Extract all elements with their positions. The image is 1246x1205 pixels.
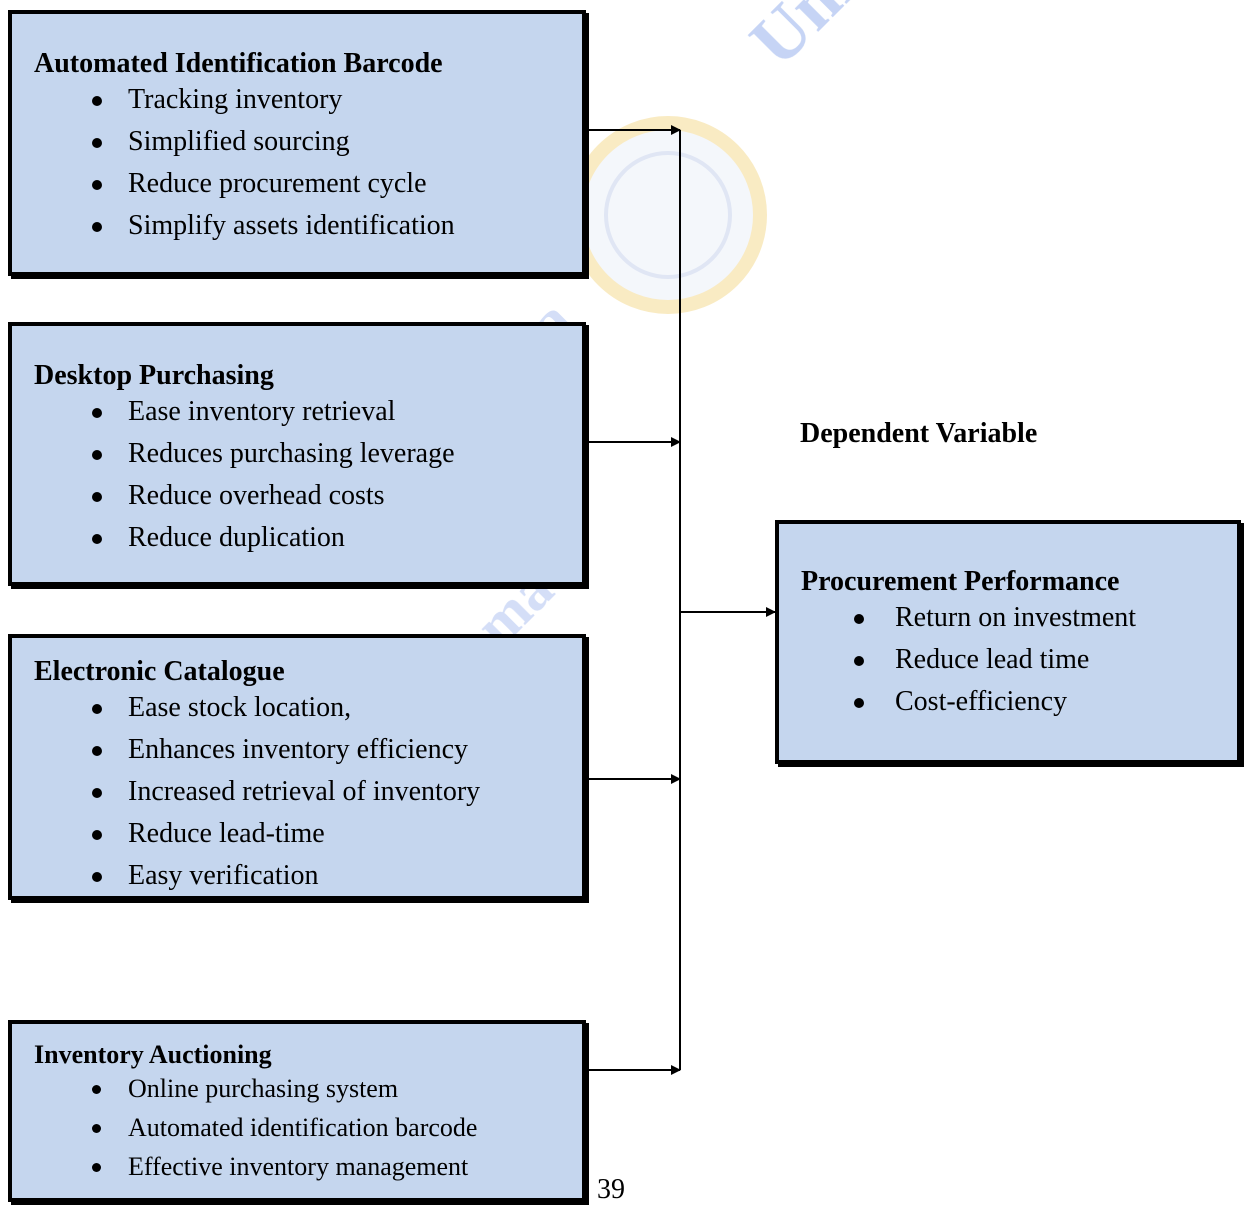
performance-box: Procurement Performance Return on invest… bbox=[775, 520, 1241, 764]
bullet-icon bbox=[854, 614, 864, 624]
bullet-icon bbox=[854, 698, 864, 708]
bullet-icon bbox=[92, 492, 102, 502]
bullet-icon bbox=[92, 1163, 101, 1172]
list-item: Reduces purchasing leverage bbox=[12, 438, 582, 480]
bullet-icon bbox=[92, 1124, 101, 1133]
bullet-icon bbox=[92, 1085, 101, 1094]
list-item: Reduce lead-time bbox=[12, 818, 582, 860]
list-item: Reduce overhead costs bbox=[12, 480, 582, 522]
bullet-icon bbox=[92, 222, 102, 232]
barcode-list: Tracking inventory Simplified sourcing R… bbox=[12, 84, 582, 252]
catalogue-box: Electronic Catalogue Ease stock location… bbox=[8, 634, 586, 900]
auction-list: Online purchasing system Automated ident… bbox=[12, 1074, 582, 1191]
list-item: Tracking inventory bbox=[12, 84, 582, 126]
list-item: Simplify assets identification bbox=[12, 210, 582, 252]
desktop-title: Desktop Purchasing bbox=[34, 360, 274, 391]
bullet-icon bbox=[92, 138, 102, 148]
svg-text:Univ: Univ bbox=[735, 0, 896, 81]
bullet-icon bbox=[92, 830, 102, 840]
auction-title: Inventory Auctioning bbox=[34, 1040, 272, 1069]
bullet-icon bbox=[92, 408, 102, 418]
catalogue-list: Ease stock location, Enhances inventory … bbox=[12, 692, 582, 902]
barcode-box: Automated Identification Barcode Trackin… bbox=[8, 10, 586, 276]
list-item: Return on investment bbox=[779, 602, 1237, 644]
list-item: Simplified sourcing bbox=[12, 126, 582, 168]
bullet-icon bbox=[92, 450, 102, 460]
page-number: 39 bbox=[597, 1174, 625, 1205]
bullet-icon bbox=[92, 746, 102, 756]
bullet-icon bbox=[92, 96, 102, 106]
bullet-icon bbox=[92, 534, 102, 544]
list-item: Increased retrieval of inventory bbox=[12, 776, 582, 818]
performance-title: Procurement Performance bbox=[801, 566, 1120, 597]
dependent-variable-label: Dependent Variable bbox=[800, 418, 1038, 449]
list-item: Easy verification bbox=[12, 860, 582, 902]
list-item: Cost-efficiency bbox=[779, 686, 1237, 728]
list-item: Ease stock location, bbox=[12, 692, 582, 734]
bullet-icon bbox=[92, 704, 102, 714]
bullet-icon bbox=[92, 872, 102, 882]
bullet-icon bbox=[92, 180, 102, 190]
barcode-title: Automated Identification Barcode bbox=[34, 48, 443, 79]
list-item: Enhances inventory efficiency bbox=[12, 734, 582, 776]
list-item: Ease inventory retrieval bbox=[12, 396, 582, 438]
bullet-icon bbox=[92, 788, 102, 798]
watermark-seal-icon bbox=[569, 116, 767, 314]
list-item: Online purchasing system bbox=[12, 1074, 582, 1113]
list-item: Automated identification barcode bbox=[12, 1113, 582, 1152]
list-item: Effective inventory management bbox=[12, 1152, 582, 1191]
list-item: Reduce lead time bbox=[779, 644, 1237, 686]
list-item: Reduce duplication bbox=[12, 522, 582, 564]
performance-list: Return on investment Reduce lead time Co… bbox=[779, 602, 1237, 728]
desktop-box: Desktop Purchasing Ease inventory retrie… bbox=[8, 322, 586, 586]
desktop-list: Ease inventory retrieval Reduces purchas… bbox=[12, 396, 582, 564]
list-item: Reduce procurement cycle bbox=[12, 168, 582, 210]
catalogue-title: Electronic Catalogue bbox=[34, 656, 285, 687]
auction-box: Inventory Auctioning Online purchasing s… bbox=[8, 1020, 586, 1202]
bullet-icon bbox=[854, 656, 864, 666]
